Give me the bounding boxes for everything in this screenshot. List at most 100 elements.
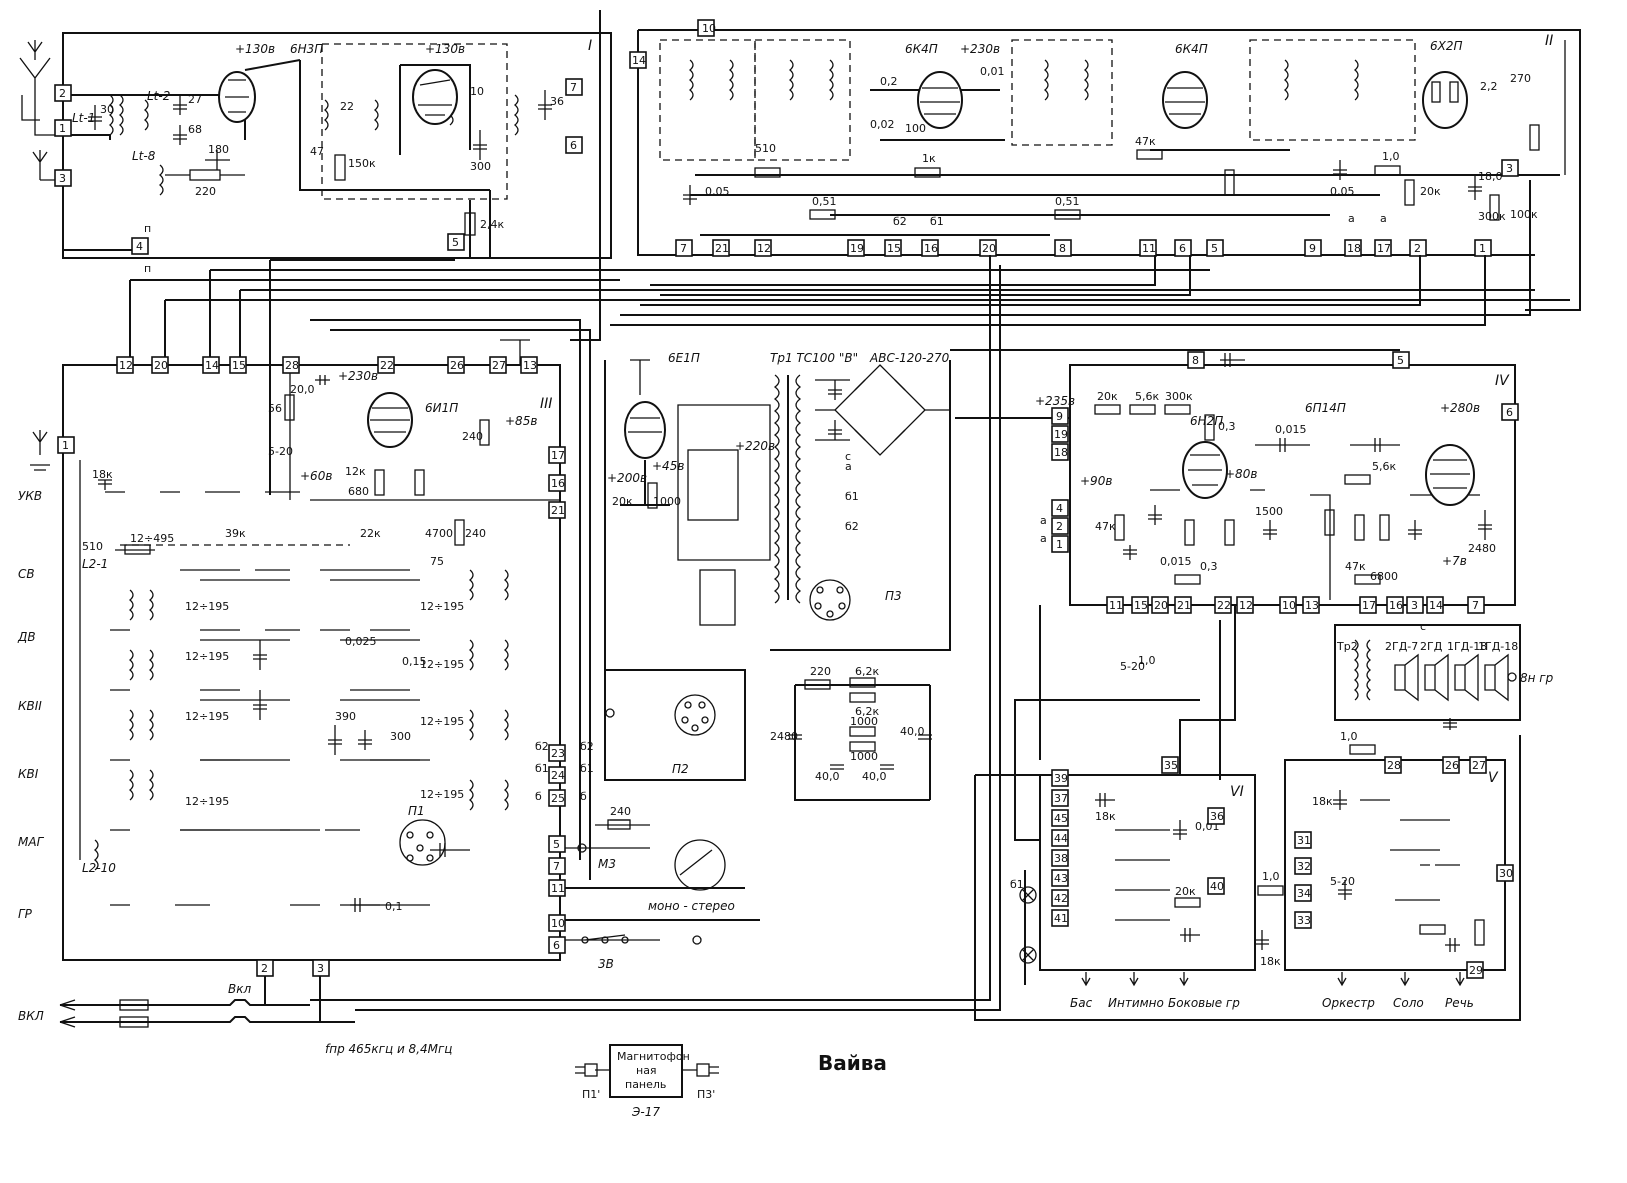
val-4700: 390 xyxy=(335,710,356,723)
s4-term-21: 21 xyxy=(1177,599,1191,612)
val-39k: 680 xyxy=(348,485,369,498)
s6-term-44: 44 xyxy=(1054,832,1068,845)
val-1000-c: 18к xyxy=(1312,795,1333,808)
val-56k: 5,6к xyxy=(1135,390,1159,403)
section1-terminals xyxy=(54,78,583,255)
block-V xyxy=(1255,744,1506,971)
tone-bass: Бас xyxy=(1070,996,1093,1010)
s3-term-r5: 5 xyxy=(553,838,560,851)
s3-term-15: 15 xyxy=(232,359,246,372)
tube-label-t2: 6К4П xyxy=(905,42,938,56)
tone-arrows xyxy=(1081,972,1465,987)
val-10-d: 1,0 xyxy=(1262,870,1280,883)
sig-b1-ps: б1 xyxy=(845,490,859,503)
s5-term-28: 28 xyxy=(1387,759,1401,772)
connector-m3: М3 xyxy=(598,857,616,871)
sig-b-3: б xyxy=(535,790,542,803)
s4-term-15: 15 xyxy=(1134,599,1148,612)
val-5-20-e: 12÷195 xyxy=(420,600,464,613)
voltage-label-6: +60в xyxy=(300,469,332,483)
switch-label: Вкл xyxy=(228,982,251,996)
s4-term-22: 22 xyxy=(1217,599,1231,612)
sig-p-2: п xyxy=(144,262,151,275)
s3-term-26: 26 xyxy=(450,359,464,372)
val-10: 10 xyxy=(470,85,484,98)
val-12k-a: 6,2к xyxy=(855,665,879,678)
band-kv2: КВII xyxy=(18,699,42,713)
val-22k-a: 240 xyxy=(462,430,483,443)
s4-term-2: 2 xyxy=(1056,520,1063,533)
s6-term-40: 40 xyxy=(1210,880,1224,893)
sig-b2: б2 xyxy=(893,215,907,228)
val-18: 18,0 xyxy=(1478,170,1503,183)
sig-b1: б1 xyxy=(930,215,944,228)
tube-label-t7: 6Н2П xyxy=(1190,414,1223,428)
s4-term-12: 12 xyxy=(1239,599,1253,612)
val-12-495: 39к xyxy=(225,527,246,540)
val-22k-c: 240 xyxy=(610,805,631,818)
sig-b2-3: б2 xyxy=(535,740,549,753)
val-220-b: 220 xyxy=(810,665,831,678)
s2-term-15: 15 xyxy=(887,242,901,255)
s4-term-20: 20 xyxy=(1154,599,1168,612)
s1-term-7: 7 xyxy=(570,81,577,94)
val-20-a: 40,0 xyxy=(815,770,840,783)
val-02: 0,2 xyxy=(880,75,898,88)
val-005: 0,05 xyxy=(705,185,730,198)
val-5-20-f: 12÷195 xyxy=(420,658,464,671)
s6-term-45: 45 xyxy=(1054,812,1068,825)
val-47: 47 xyxy=(310,145,324,158)
val-5-20-a: 12÷195 xyxy=(185,600,229,613)
connector-p2-drawing xyxy=(605,694,716,736)
tube-label-t4: 6Х2П xyxy=(1430,39,1463,53)
s5-term-34: 34 xyxy=(1297,887,1311,900)
power-supply xyxy=(770,360,951,801)
s3-term-14: 14 xyxy=(205,359,219,372)
s4-term-18: 18 xyxy=(1054,446,1068,459)
block-VI xyxy=(974,605,1521,1021)
val-5-20-d: 12÷195 xyxy=(185,795,229,808)
val-300: 300 xyxy=(470,160,491,173)
sig-c-4: с xyxy=(1420,620,1426,633)
s4-term-5: 5 xyxy=(1397,354,1404,367)
interconnect-wires xyxy=(129,10,1570,1011)
val-680: 75 xyxy=(430,555,444,568)
s5-term-31: 31 xyxy=(1297,834,1311,847)
tape-panel-code: Э-17 xyxy=(631,1105,660,1119)
sig-c-ps: с xyxy=(845,450,851,463)
connector-3v: 3В xyxy=(598,957,614,971)
s3-term-13: 13 xyxy=(523,359,537,372)
mono-stereo-switch xyxy=(565,839,760,921)
s4-term-6: 6 xyxy=(1506,406,1513,419)
s3-term-b2: 2 xyxy=(261,962,268,975)
val-36: 36 xyxy=(550,95,564,108)
coil-lt2: Lt-2 xyxy=(147,89,170,103)
s3-term-12: 12 xyxy=(119,359,133,372)
sig-a-ps: а xyxy=(845,460,852,473)
section-label-IV: IV xyxy=(1495,373,1510,389)
section-label-VI: VI xyxy=(1230,784,1244,800)
val-220: 220 xyxy=(195,185,216,198)
val-6800-b: 6800 xyxy=(1370,570,1398,583)
s3-term-28: 28 xyxy=(285,359,299,372)
s6-term-39: 39 xyxy=(1054,772,1068,785)
tape-panel-line2: ная xyxy=(636,1064,657,1077)
val-56k-b: 5,6к xyxy=(1372,460,1396,473)
selector-switch xyxy=(677,404,771,626)
val-120-b: 5-20 xyxy=(1120,660,1145,673)
voltage-label-5: +85в xyxy=(505,414,537,428)
tube-label-t1: 6Н3П xyxy=(290,42,323,56)
power-input xyxy=(59,976,355,1028)
val-100k: 100к xyxy=(1510,208,1538,221)
voltage-label-3: +230в xyxy=(960,42,1000,56)
section-label-II: II xyxy=(1545,33,1553,49)
s2-term-2: 2 xyxy=(1414,242,1421,255)
val-470k: 56 xyxy=(268,402,282,415)
val-10: 1,0 xyxy=(1138,654,1156,667)
s3-term-r23: 23 xyxy=(551,747,565,760)
tube-label-t6: 6Е1П xyxy=(668,351,700,365)
s4-term-8: 8 xyxy=(1192,354,1199,367)
val-22k-b: 240 xyxy=(465,527,486,540)
band-ukv: УКВ xyxy=(18,489,42,503)
val-12k-b: 6,2к xyxy=(855,705,879,718)
